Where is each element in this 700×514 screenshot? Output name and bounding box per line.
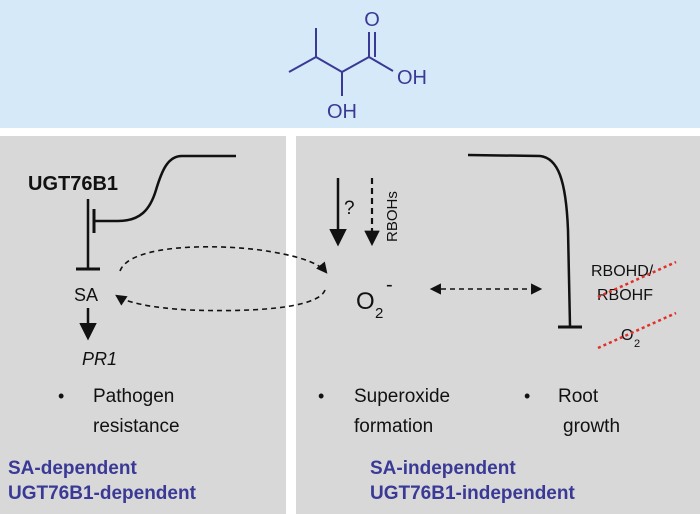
sa-label: SA xyxy=(74,285,98,305)
inhibition-curve-ugt xyxy=(94,154,236,223)
pathogen-line2: resistance xyxy=(93,416,180,437)
pr1-label: PR1 xyxy=(82,349,117,369)
bond-alpha xyxy=(315,56,343,73)
superoxide-o-label: O xyxy=(356,288,375,315)
superoxide-subscript: 2 xyxy=(375,305,383,322)
molecule-oh-bottom-label: OH xyxy=(327,101,357,123)
left-footer-line1: SA-dependent xyxy=(8,458,137,479)
bond-oh xyxy=(368,56,394,72)
left-footer-line2: UGT76B1-dependent xyxy=(8,483,197,504)
rbohf-label: RBOHF xyxy=(597,287,653,304)
o2-crossout-line xyxy=(597,311,677,350)
inhibition-curve-root xyxy=(467,153,572,327)
sa-independent-panel xyxy=(296,136,700,514)
bond-methyl-left xyxy=(288,56,317,73)
right-footer-line2: UGT76B1-independent xyxy=(370,483,575,504)
molecule-oh-right-label: OH xyxy=(397,67,427,89)
rbohs-label: RBOHs xyxy=(384,191,401,242)
rbohd-label: RBOHD/ xyxy=(591,263,654,280)
pathogen-bullet: • xyxy=(58,386,64,406)
molecule-o-label: O xyxy=(364,9,380,31)
dashed-arrow-sa-to-o2-upper xyxy=(119,245,328,274)
root-line1: Root xyxy=(558,386,599,407)
root-line2: growth xyxy=(563,416,620,437)
dashed-arrow-o2-to-sa-lower xyxy=(115,289,326,312)
pathogen-line1: Pathogen xyxy=(93,386,174,407)
superoxide-line1: Superoxide xyxy=(354,386,450,407)
superoxide-bullet: • xyxy=(318,386,324,406)
right-footer-line1: SA-independent xyxy=(370,458,516,479)
o2-crossed-subscript: 2 xyxy=(634,338,640,350)
sa-dependent-panel xyxy=(0,136,286,514)
superoxide-superscript: - xyxy=(386,274,393,296)
molecule-banner xyxy=(0,0,700,128)
bond-carboxyl xyxy=(341,56,370,73)
superoxide-line2: formation xyxy=(354,416,433,437)
ugt76b1-label: UGT76B1 xyxy=(28,173,118,195)
molecule-structure xyxy=(288,28,394,96)
root-bullet: • xyxy=(524,386,530,406)
rboh-crossout-line xyxy=(597,260,677,299)
question-mark: ? xyxy=(344,198,355,219)
